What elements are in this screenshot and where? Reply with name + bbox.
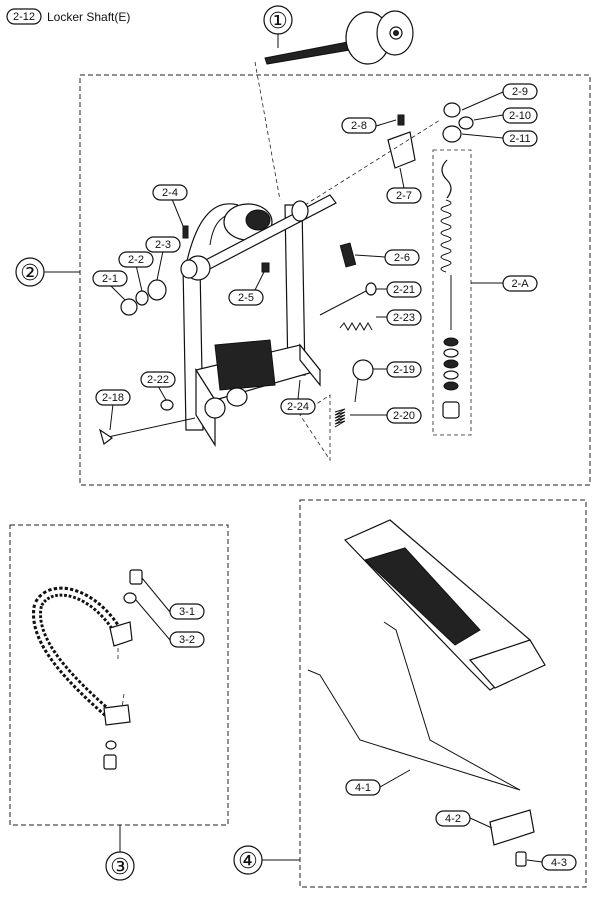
chain-upper-tab	[109, 621, 133, 647]
label-2-22: 2-22	[147, 374, 169, 386]
header-title: Locker Shaft(E)	[47, 10, 130, 24]
label-2-21: 2-21	[393, 284, 415, 296]
rod-4-1	[307, 669, 521, 791]
group-4-labels: 4-1 4-2 4-3	[345, 769, 577, 871]
label-4-3: 4-3	[551, 857, 567, 869]
spring-assembly-frame	[432, 149, 472, 436]
label-2-8: 2-8	[351, 120, 367, 132]
spring-hook	[441, 159, 452, 199]
plate-4-2	[489, 809, 535, 846]
part-2-9	[443, 102, 461, 118]
chain-lower-tab	[103, 704, 131, 726]
label-2-1: 2-1	[102, 273, 118, 285]
part-2-10	[458, 116, 474, 130]
footboard-assembly	[307, 519, 546, 867]
header: 2-12 Locker Shaft(E)	[6, 8, 130, 25]
label-4-2: 4-2	[445, 813, 461, 825]
heel-plate	[468, 639, 546, 689]
part-2-1	[120, 298, 138, 316]
pin-2-5	[261, 262, 270, 273]
chain-assembly	[31, 569, 143, 770]
part-2-3	[147, 279, 167, 301]
label-2-10: 2-10	[509, 110, 531, 122]
header-code-pill	[6, 8, 42, 25]
label-3-2: 3-2	[179, 634, 195, 646]
part-2-2	[135, 290, 149, 306]
group-3-frame	[9, 524, 229, 826]
group-3-number: ③	[110, 855, 130, 880]
screw-2-8	[397, 114, 405, 126]
spring-knob	[442, 401, 460, 419]
group-2-labels: 2-9 2-10 2-11 2-8 2-7 2-A 2-4 2-3 2-2 2-…	[92, 83, 538, 431]
group-1-number: ①	[268, 9, 288, 34]
nut-2-22	[160, 399, 174, 411]
label-2-24: 2-24	[287, 401, 309, 413]
label-2-3: 2-3	[155, 239, 171, 251]
beater-assembly: ①	[254, 5, 414, 201]
label-2-6: 2-6	[394, 252, 410, 264]
spring-2-20	[334, 408, 346, 428]
group-3-circle	[105, 851, 135, 881]
wing-bolt-2-18	[107, 417, 196, 438]
label-2-A: 2-A	[511, 278, 529, 290]
group-4-number: ④	[238, 849, 258, 874]
footboard-grip	[364, 547, 481, 646]
label-2-19: 2-19	[393, 364, 415, 376]
group-2-frame	[79, 74, 591, 486]
spring-2-23	[339, 321, 373, 332]
spring-coil	[440, 199, 452, 273]
label-2-11: 2-11	[509, 133, 530, 145]
washer-3-2	[123, 592, 137, 604]
spring-assembly-2-A	[432, 149, 472, 436]
label-2-23: 2-23	[393, 312, 415, 324]
pedal-frame	[98, 102, 474, 462]
screw-2-21	[319, 289, 369, 316]
screw-4-3	[515, 851, 527, 867]
part-2-4	[182, 225, 189, 239]
group-2-number: ②	[20, 261, 40, 286]
bolt-3-1	[129, 569, 143, 585]
label-3-1: 3-1	[179, 606, 195, 618]
cam-2-7	[387, 131, 416, 169]
label-2-7: 2-7	[396, 190, 412, 202]
screw-2-19	[354, 377, 359, 403]
label-2-9: 2-9	[512, 86, 528, 98]
group-4-frame	[299, 499, 587, 888]
label-2-20: 2-20	[393, 410, 415, 422]
label-4-1: 4-1	[355, 782, 371, 794]
label-2-18: 2-18	[102, 392, 124, 404]
label-2-2: 2-2	[128, 254, 144, 266]
label-2-4: 2-4	[162, 187, 178, 199]
header-code: 2-12	[13, 11, 35, 23]
group-3-labels: 3-1 3-2	[135, 577, 205, 648]
label-2-5: 2-5	[238, 292, 254, 304]
part-2-11	[442, 125, 462, 143]
spring-2-6	[339, 242, 357, 268]
